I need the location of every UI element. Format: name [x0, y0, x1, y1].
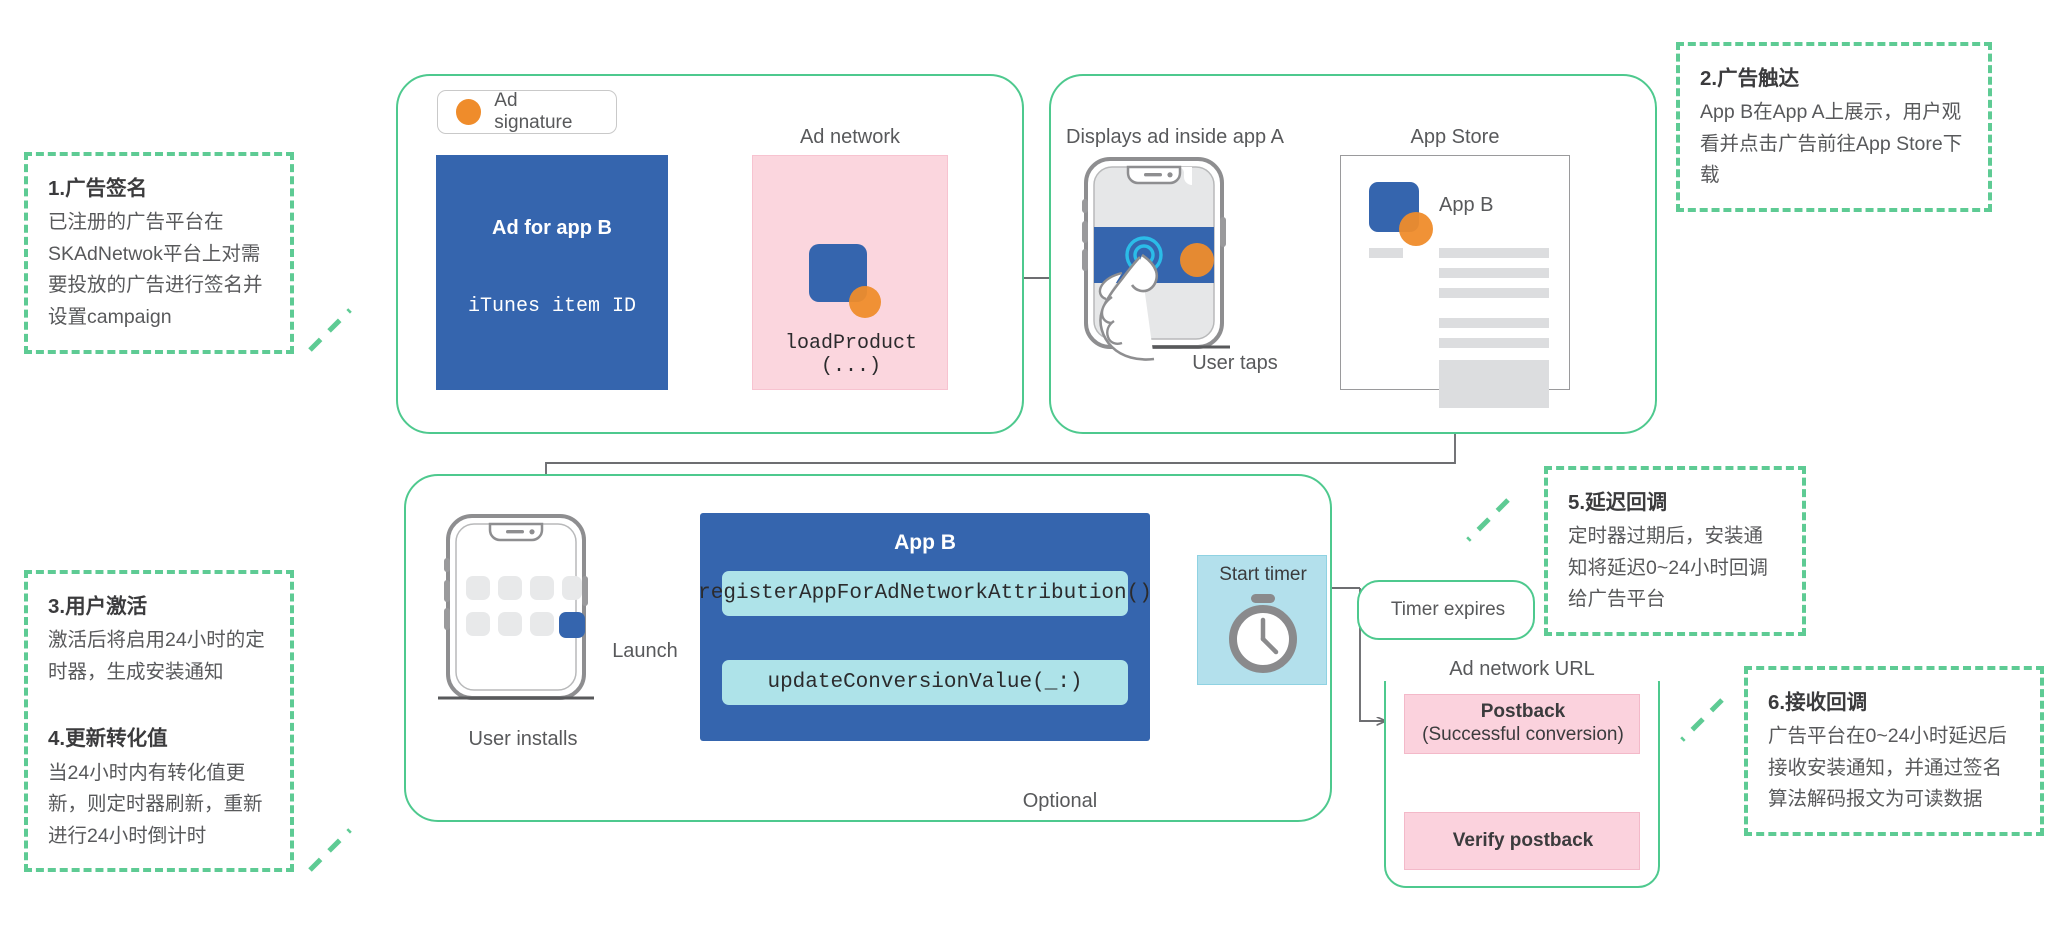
- note-body: App B在App A上展示，用户观看并点击广告前往App Store下载: [1700, 101, 1963, 187]
- skeleton-line: [1439, 318, 1549, 328]
- ad-network-box: loadProduct (...): [752, 155, 948, 390]
- ad-network-caption: Ad network: [799, 126, 901, 148]
- app-store-caption: App Store: [1410, 126, 1500, 148]
- api-call-label: registerAppForAdNetworkAttribution(): [698, 582, 1152, 605]
- note-2: 2.广告触达 App B在App A上展示，用户观看并点击广告前往App Sto…: [1676, 42, 1992, 212]
- skeleton-line: [1439, 248, 1549, 258]
- skeleton-line: [1439, 338, 1549, 348]
- ad-network-call: loadProduct (...): [784, 332, 918, 378]
- panel-timer-expires: Timer expires: [1357, 580, 1535, 640]
- app-b-title: App B: [894, 531, 956, 554]
- user-taps-caption: User taps: [1192, 352, 1278, 374]
- app-b-box: App B registerAppForAdNetworkAttribution…: [698, 513, 1152, 741]
- ad-signature-dot-icon: [1399, 212, 1433, 246]
- postback-box: Postback (Successful conversion): [1404, 694, 1640, 754]
- start-timer-box: Start timer: [1197, 555, 1327, 685]
- skeleton-block: [1439, 360, 1549, 408]
- stopwatch-icon: [1229, 594, 1297, 673]
- api-call-update-conversion[interactable]: updateConversionValue(_:): [722, 660, 1128, 705]
- note-title: 4.更新转化值: [48, 727, 168, 751]
- ad-creative-subtitle: iTunes item ID: [467, 295, 637, 318]
- ad-creative-box: Ad for app B iTunes item ID: [436, 155, 668, 390]
- note-3-and-4: 3.用户激活 激活后将启用24小时的定时器，生成安装通知 4.更新转化值 当24…: [24, 570, 294, 873]
- display-caption: Displays ad inside app A: [1066, 126, 1284, 148]
- note-title: 6.接收回调: [1768, 691, 1868, 714]
- timer-expires-label: Timer expires: [1390, 599, 1506, 620]
- legend-label: Ad signature: [494, 90, 573, 133]
- api-call-register[interactable]: registerAppForAdNetworkAttribution(): [698, 571, 1152, 616]
- verify-postback-box: Verify postback: [1404, 812, 1640, 870]
- skeleton-line: [1439, 268, 1549, 278]
- note-body: 广告平台在0~24小时延迟后接收安装通知，并通过签名算法解码报文为可读数据: [1768, 725, 2007, 811]
- note-body: 定时器过期后，安装通知将延迟0~24小时回调给广告平台: [1568, 525, 1768, 611]
- user-installs-caption: User installs: [468, 728, 578, 750]
- api-call-label: updateConversionValue(_:): [767, 671, 1083, 694]
- app-store-app-name: App B: [1439, 194, 1494, 216]
- legend-ad-signature: Ad signature: [437, 90, 617, 134]
- note-title: 2.广告触达: [1700, 67, 1800, 90]
- postback-title: Postback: [1480, 701, 1566, 722]
- skeleton-line: [1369, 248, 1403, 258]
- note-6: 6.接收回调 广告平台在0~24小时延迟后接收安装通知，并通过签名算法解码报文为…: [1744, 666, 2044, 836]
- start-timer-label: Start timer: [1219, 564, 1307, 585]
- postback-subtitle: (Successful conversion): [1422, 724, 1624, 745]
- note-title: 3.用户激活: [48, 595, 148, 618]
- optional-label: Optional: [1022, 790, 1098, 812]
- note-3: 3.用户激活 激活后将启用24小时的定时器，生成安装通知: [48, 590, 270, 688]
- ad-signature-dot-icon: [849, 286, 881, 318]
- ad-creative-title: Ad for app B: [492, 217, 612, 239]
- note-title: 1.广告签名: [48, 177, 148, 200]
- note-title: 5.延迟回调: [1568, 491, 1668, 514]
- verify-postback-label: Verify postback: [1452, 830, 1594, 851]
- note-body: 当24小时内有转化值更新，则定时器刷新，重新进行24小时倒计时: [48, 761, 263, 847]
- launch-label: Launch: [612, 640, 678, 662]
- note-1: 1.广告签名 已注册的广告平台在SKAdNetwok平台上对需要投放的广告进行签…: [24, 152, 294, 354]
- note-body: 已注册的广告平台在SKAdNetwok平台上对需要投放的广告进行签名并设置cam…: [48, 211, 263, 328]
- note-body: 激活后将启用24小时的定时器，生成安装通知: [48, 629, 265, 683]
- phone-app-a-illustration: [1082, 157, 1230, 361]
- skeleton-line: [1439, 288, 1549, 298]
- ad-signature-dot-icon: [456, 99, 482, 125]
- note-4: 4.更新转化值 当24小时内有转化值更新，则定时器刷新，重新进行24小时倒计时: [48, 722, 270, 852]
- phone-home-illustration: [438, 514, 594, 700]
- note-5: 5.延迟回调 定时器过期后，安装通知将延迟0~24小时回调给广告平台: [1544, 466, 1806, 636]
- ad-network-url-caption: Ad network URL: [1384, 658, 1660, 681]
- app-store-card: App B: [1340, 155, 1570, 408]
